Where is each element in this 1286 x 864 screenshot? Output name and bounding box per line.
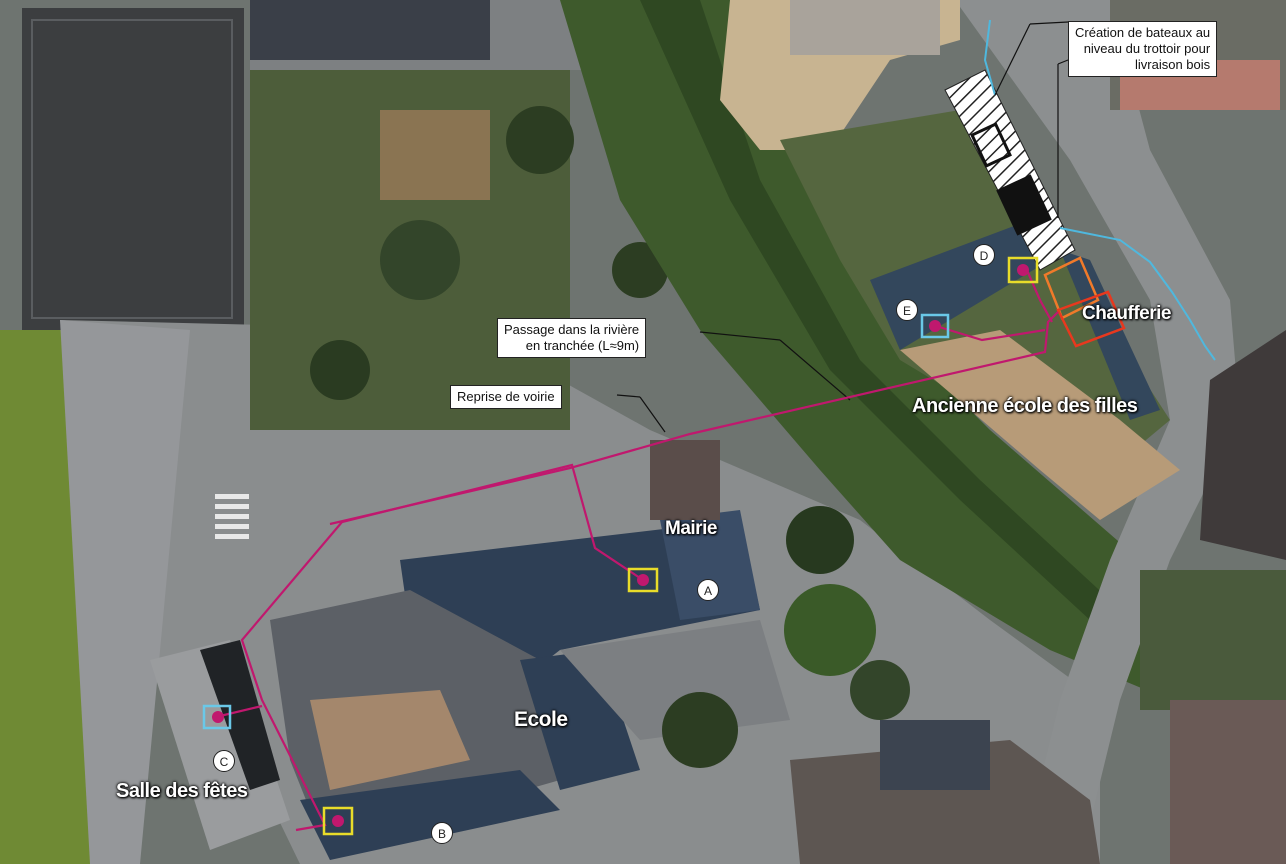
roofs-se	[1170, 700, 1286, 864]
label-ecole: Ecole	[514, 708, 568, 731]
callout-passage: Passage dans la rivière en tranchée (L≈9…	[497, 318, 647, 358]
roof-salle-des-fetes	[150, 640, 290, 850]
marker-b: B	[431, 822, 453, 844]
substation-salle-des-fetes	[202, 704, 232, 730]
marker-c: C	[213, 750, 235, 772]
tree	[784, 584, 876, 676]
garden-se	[1140, 570, 1286, 710]
tree	[506, 106, 574, 174]
shed-north	[790, 0, 940, 55]
heat-network-branch-e	[935, 324, 1046, 342]
leader-reprise-b	[639, 396, 666, 433]
callout-bateaux-line-2: niveau du trottoir pour	[1083, 41, 1211, 56]
water-route-east	[1059, 227, 1216, 361]
tree	[786, 506, 854, 574]
substation-ancienne-ecole	[1007, 256, 1039, 284]
tree	[662, 692, 738, 768]
label-mairie: Mairie	[665, 518, 717, 539]
label-ancienne-ecole: Ancienne école des filles	[912, 395, 1138, 417]
substation-e	[920, 313, 950, 339]
heat-network-main	[329, 311, 1059, 526]
substation-ecole	[322, 806, 354, 836]
house-roof-south	[880, 720, 990, 790]
playground	[560, 620, 790, 740]
callout-passage-line-1: Passage dans la rivière	[504, 322, 640, 337]
boiler-room-outline	[1056, 290, 1126, 348]
marker-e: E	[896, 299, 918, 321]
leader-bateaux	[1029, 21, 1069, 25]
heat-network-branch-d	[1024, 267, 1053, 323]
road-west	[60, 320, 190, 864]
marker-d: D	[973, 244, 995, 266]
leader-reprise	[616, 394, 641, 398]
crosswalk	[215, 494, 249, 539]
tree	[310, 340, 370, 400]
building-east	[1200, 330, 1286, 560]
leader-bateaux-a	[994, 23, 1031, 96]
sports-court	[22, 8, 244, 330]
callout-passage-line-2: en tranchée (L≈9m)	[525, 338, 640, 353]
roof-ancienne-ecole-wing	[1060, 250, 1160, 420]
water-route-north	[983, 19, 996, 96]
roof-ecole-south	[300, 770, 560, 860]
callout-bateaux-line-3: livraison bois	[1135, 57, 1211, 72]
courtyard-ecole	[310, 690, 470, 790]
boiler-room-inner	[1043, 256, 1100, 320]
delivery-truck-icon	[996, 174, 1052, 236]
tree	[612, 242, 668, 298]
label-salle-des-fetes: Salle des fêtes	[116, 780, 248, 802]
marker-a: A	[697, 579, 719, 601]
road-east	[955, 0, 1240, 864]
substation-mairie	[627, 567, 659, 593]
leader-bateaux-b	[1057, 59, 1069, 65]
leader-passage	[699, 331, 781, 341]
truck-cab-icon	[970, 122, 1012, 168]
roof-top	[250, 0, 490, 60]
heat-network-branch-c	[219, 704, 263, 718]
callout-reprise: Reprise de voirie	[450, 385, 562, 409]
roof-mairie-tower	[660, 510, 760, 620]
callout-bateaux: Création de bateaux au niveau du trottoi…	[1068, 21, 1218, 77]
yard-ancienne-ecole	[900, 330, 1180, 520]
mairie-chimney-block	[650, 440, 720, 520]
tree	[850, 660, 910, 720]
label-chaufferie: Chaufferie	[1082, 303, 1171, 324]
court-lines	[31, 19, 233, 319]
houses-south	[790, 740, 1100, 864]
heat-network-line	[240, 463, 641, 832]
callout-bateaux-line-1: Création de bateaux au	[1075, 25, 1211, 40]
tree	[380, 220, 460, 300]
salle-des-fetes-shadow	[200, 640, 280, 790]
river-channel	[640, 0, 1110, 620]
leader-passage-b	[779, 339, 851, 401]
garden-plot	[380, 110, 490, 200]
